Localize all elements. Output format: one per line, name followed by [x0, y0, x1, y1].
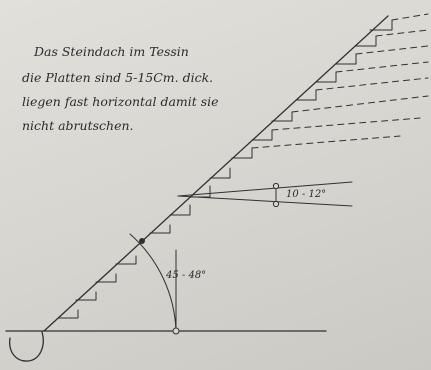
note-line-1: Das Steindach im Tessin	[33, 44, 189, 59]
roof-slope-line	[43, 15, 389, 332]
note-line-3: liegen fast horizontal damit sie	[22, 94, 219, 109]
roof-pitch-label: 45 - 48°	[165, 270, 206, 281]
slab-tilt-construction	[177, 181, 353, 208]
note-line-2: die Platten sind 5-15Cm. dick.	[22, 70, 213, 85]
slab-tilt-label: 10 - 12°	[286, 189, 326, 200]
slab-dashed-extensions	[251, 13, 429, 149]
stone-slab-steps	[57, 19, 393, 319]
handwritten-note: Das Steindach im Tessin die Platten sind…	[22, 44, 219, 133]
eaves-hook	[9, 331, 44, 362]
note-line-4: nicht abrutschen.	[22, 118, 134, 133]
roof-pitch-construction	[129, 233, 180, 335]
